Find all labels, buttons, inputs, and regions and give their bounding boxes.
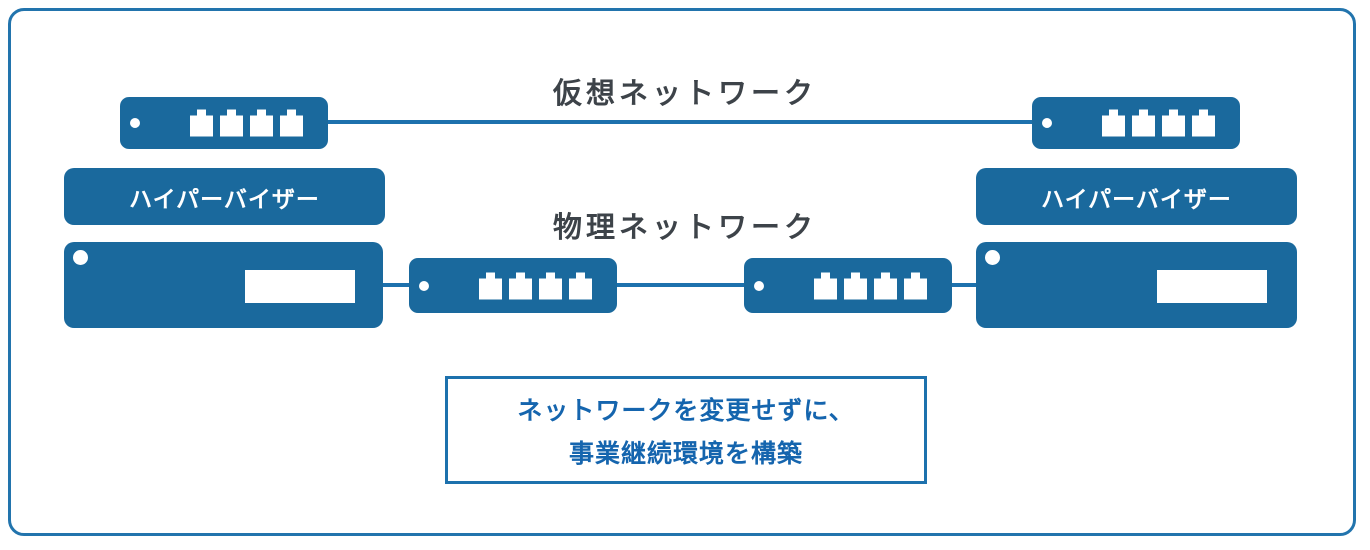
ethernet-port-icon bbox=[1102, 109, 1125, 137]
port-group bbox=[1102, 109, 1215, 137]
status-led-icon bbox=[754, 280, 764, 291]
status-led-icon bbox=[985, 250, 1000, 265]
status-led-icon bbox=[130, 118, 140, 128]
ethernet-port-icon bbox=[509, 272, 532, 299]
ethernet-port-icon bbox=[220, 109, 243, 137]
virtual-switch-left bbox=[120, 97, 328, 149]
ethernet-port-icon bbox=[569, 272, 592, 299]
ethernet-port-icon bbox=[814, 272, 837, 299]
status-led-icon bbox=[73, 250, 88, 265]
diagram-outer-border bbox=[8, 8, 1356, 536]
port-group bbox=[190, 109, 303, 137]
status-led-icon bbox=[1042, 118, 1052, 128]
port-group bbox=[814, 272, 927, 299]
server-chassis-left bbox=[64, 242, 383, 328]
physical-switch-right bbox=[744, 258, 952, 313]
virtual-switch-right bbox=[1032, 97, 1240, 149]
hypervisor-label: ハイパーバイザー bbox=[1041, 186, 1232, 213]
ethernet-port-icon bbox=[1192, 109, 1215, 137]
virtual-network-link-line bbox=[328, 120, 1032, 124]
port-group bbox=[479, 272, 592, 299]
caption-line-2: 事業継続環境を構築 bbox=[568, 438, 803, 468]
ethernet-port-icon bbox=[904, 272, 927, 299]
hypervisor-box-right: ハイパーバイザー bbox=[976, 168, 1297, 225]
ethernet-port-icon bbox=[250, 109, 273, 137]
hypervisor-label: ハイパーバイザー bbox=[129, 186, 320, 213]
caption-box: ネットワークを変更せずに、 事業継続環境を構築 bbox=[445, 376, 927, 484]
ethernet-port-icon bbox=[539, 272, 562, 299]
hypervisor-box-left: ハイパーバイザー bbox=[64, 168, 385, 225]
physical-network-link-line bbox=[383, 283, 976, 287]
server-chassis-right bbox=[976, 242, 1297, 328]
virtual-network-title: 仮想ネットワーク bbox=[552, 76, 817, 110]
ethernet-port-icon bbox=[844, 272, 867, 299]
status-led-icon bbox=[419, 280, 429, 291]
physical-switch-left bbox=[409, 258, 617, 313]
server-label-panel bbox=[245, 270, 355, 303]
ethernet-port-icon bbox=[1132, 109, 1155, 137]
ethernet-port-icon bbox=[190, 109, 213, 137]
ethernet-port-icon bbox=[280, 109, 303, 137]
server-label-panel bbox=[1157, 270, 1267, 303]
ethernet-port-icon bbox=[1162, 109, 1185, 137]
ethernet-port-icon bbox=[479, 272, 502, 299]
caption-line-1: ネットワークを変更せずに、 bbox=[517, 395, 855, 425]
ethernet-port-icon bbox=[874, 272, 897, 299]
physical-network-title: 物理ネットワーク bbox=[552, 210, 817, 244]
